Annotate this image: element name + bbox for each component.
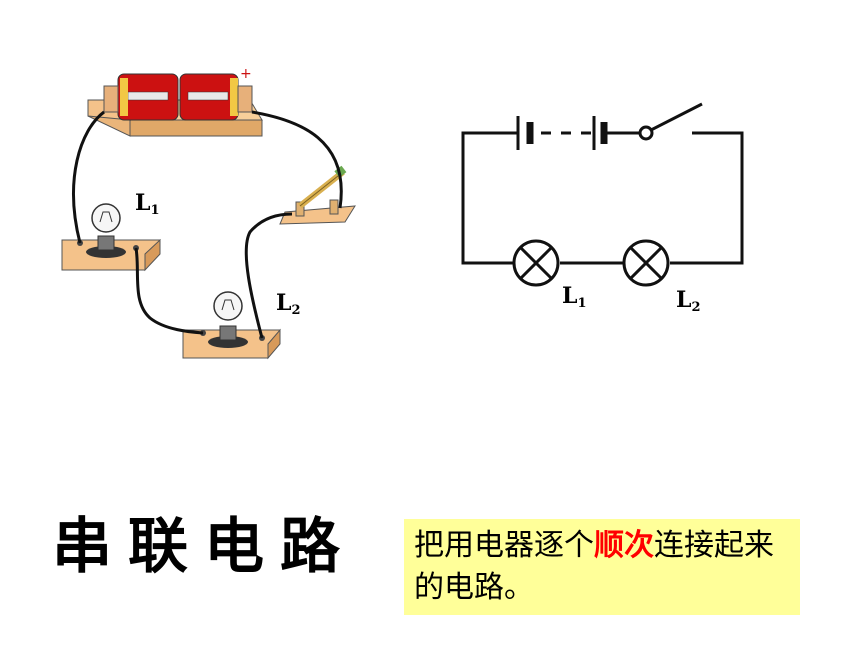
switch-symbol — [638, 102, 703, 141]
lamp-symbol-1 — [512, 239, 560, 287]
lamp-2 — [182, 291, 281, 360]
knife-switch — [279, 165, 356, 225]
definition-box: 把用电器逐个顺次连接起来的电路。 — [404, 519, 800, 615]
battery-plus-sign: + — [240, 66, 252, 82]
battery-cell — [117, 73, 179, 121]
label-letter: L — [562, 283, 578, 309]
label-letter: L — [676, 287, 692, 313]
definition-text-after: 连接起来的电路。 — [414, 528, 774, 605]
lamp-1 — [61, 203, 161, 272]
battery-cell — [179, 73, 239, 121]
definition-text-before: 把用电器逐个 — [414, 528, 594, 563]
lamp-symbol-2 — [622, 239, 670, 287]
label-pictorial-l2: L2 — [276, 290, 301, 318]
label-pictorial-l1: L1 — [135, 190, 160, 218]
definition-highlight: 顺次 — [594, 528, 654, 563]
label-schematic-l2: L2 — [676, 287, 701, 315]
battery-terminal — [237, 85, 253, 113]
label-subscript: 1 — [577, 296, 587, 311]
wire — [251, 110, 343, 209]
label-subscript: 2 — [291, 303, 301, 318]
battery-symbol — [516, 116, 608, 150]
wire — [72, 110, 105, 244]
wire — [134, 247, 204, 335]
label-subscript: 1 — [150, 203, 160, 218]
label-letter: L — [135, 190, 151, 216]
schematic-wires — [461, 131, 744, 265]
label-subscript: 2 — [691, 300, 701, 315]
battery-terminal — [103, 85, 119, 113]
wire — [244, 212, 293, 339]
page-title: 串联电路 — [52, 512, 356, 582]
label-schematic-l1: L1 — [562, 283, 587, 311]
label-letter: L — [276, 290, 292, 316]
